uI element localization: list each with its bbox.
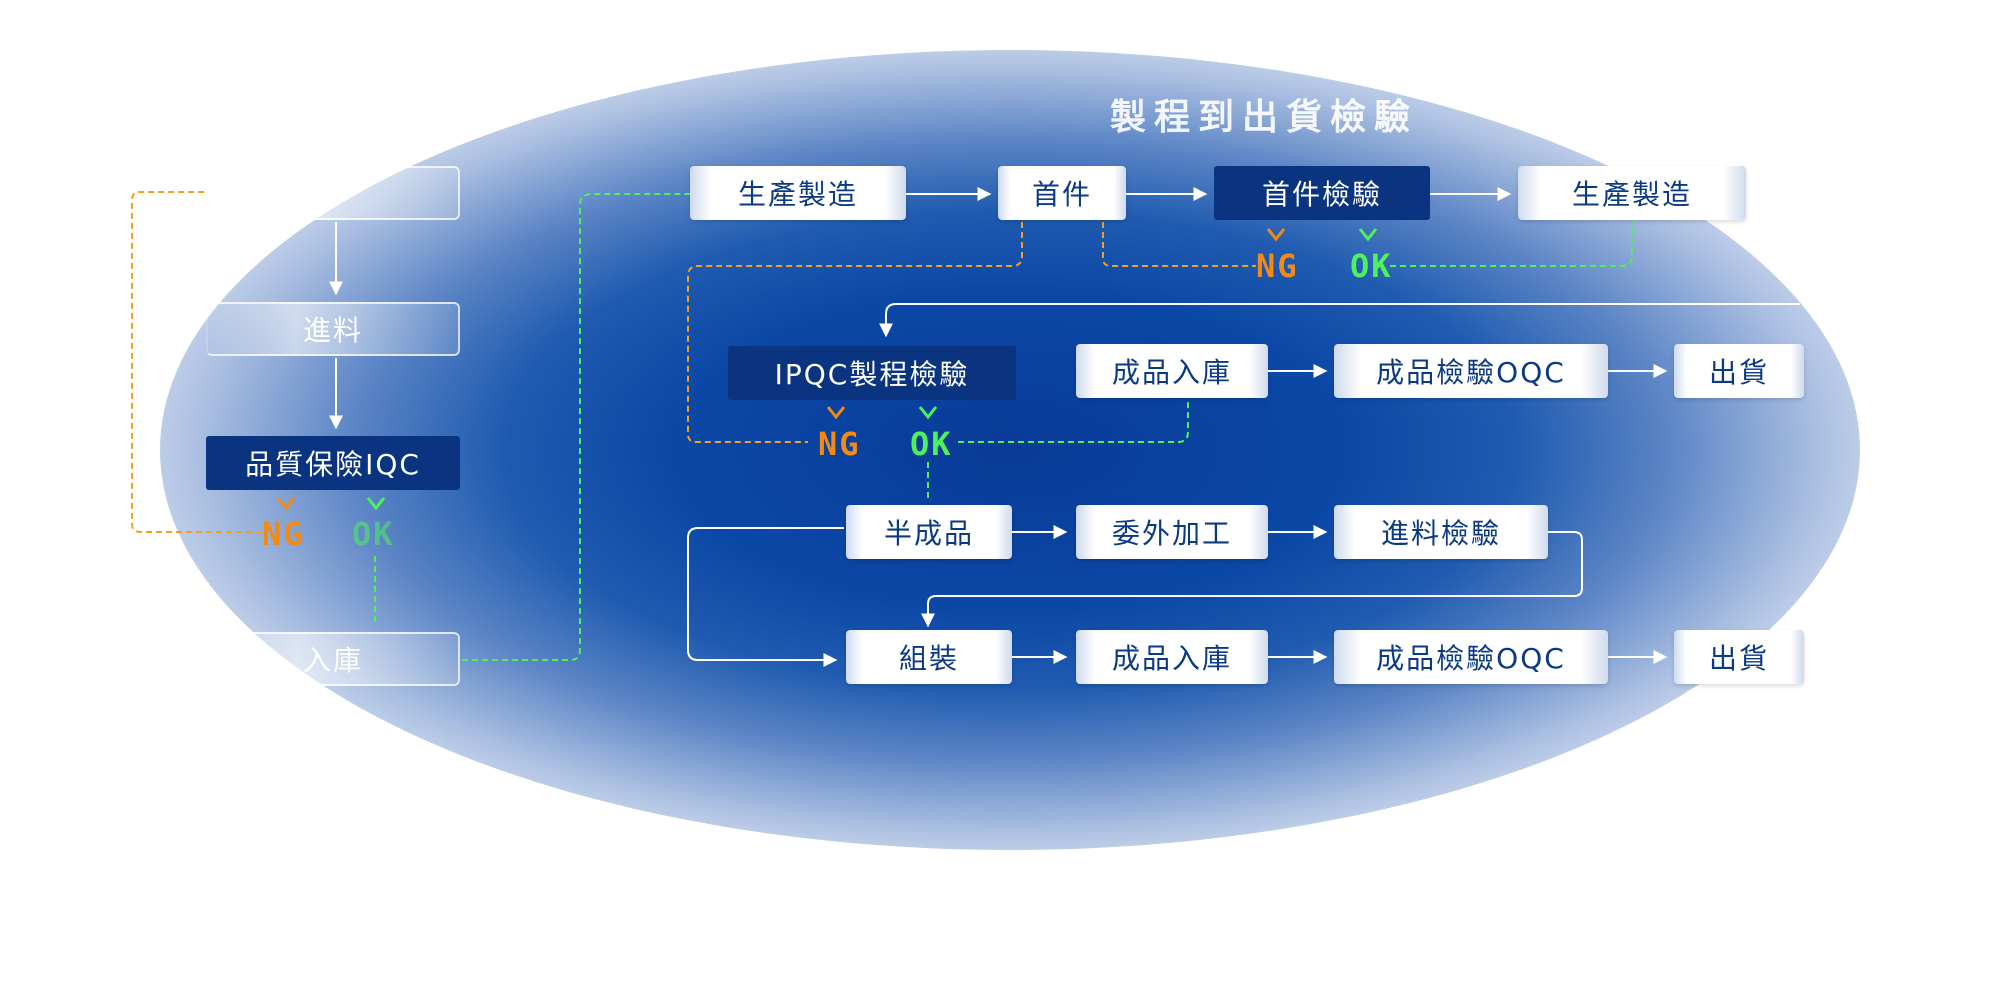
first-ok-label: OK bbox=[1350, 247, 1393, 285]
chevron-ng-first bbox=[1266, 228, 1286, 242]
link-storage-to-production bbox=[462, 193, 690, 661]
diagram-title: 製程到出貨檢驗 bbox=[1110, 97, 1419, 138]
loop-iqc-ng bbox=[131, 191, 262, 533]
link-first-inspection-ok bbox=[1390, 222, 1633, 267]
node-oqc-2: 成品檢驗OQC bbox=[1334, 630, 1608, 684]
node-first-inspection: 首件檢驗 bbox=[1214, 166, 1430, 220]
node-production-2: 生產製造 bbox=[1518, 166, 1746, 220]
node-ipqc: IPQC製程檢驗 bbox=[728, 346, 1016, 400]
ipqc-ng-label: NG bbox=[818, 425, 861, 463]
link-ipqc-ok bbox=[958, 402, 1189, 443]
node-ship-2: 出貨 bbox=[1674, 630, 1804, 684]
node-left-storage: 入庫 bbox=[206, 632, 460, 686]
link-return-to-ipqc bbox=[879, 303, 1800, 338]
node-oqc: 成品檢驗OQC bbox=[1334, 344, 1608, 398]
node-incoming: 進料 bbox=[206, 302, 460, 356]
link-first-piece-to-ipqc bbox=[687, 222, 1023, 443]
chevron-ok-first bbox=[1358, 228, 1378, 242]
chevron-ok-iqc bbox=[366, 497, 386, 511]
node-production: 生產製造 bbox=[690, 166, 906, 220]
node-storage: 成品入庫 bbox=[1076, 344, 1268, 398]
node-top-left bbox=[206, 166, 460, 220]
node-semi-finished: 半成品 bbox=[846, 505, 1012, 559]
node-storage-2: 成品入庫 bbox=[1076, 630, 1268, 684]
iqc-ng-label: NG bbox=[262, 515, 305, 553]
chevron-ok-ipqc bbox=[918, 406, 938, 420]
first-ng-label: NG bbox=[1256, 247, 1299, 285]
link-semi-to-assembly bbox=[687, 527, 844, 667]
ipqc-ok-label: OK bbox=[910, 425, 953, 463]
node-assembly: 組裝 bbox=[846, 630, 1012, 684]
loop-first-piece-ng bbox=[1102, 222, 1256, 267]
chevron-ng-ipqc bbox=[826, 406, 846, 420]
link-incoming-to-assembly bbox=[921, 531, 1583, 628]
node-ship: 出貨 bbox=[1674, 344, 1804, 398]
node-first-piece: 首件 bbox=[998, 166, 1126, 220]
node-outsource: 委外加工 bbox=[1076, 505, 1268, 559]
node-incoming-inspection: 進料檢驗 bbox=[1334, 505, 1548, 559]
iqc-ok-label: OK bbox=[352, 515, 395, 553]
chevron-ng-iqc bbox=[276, 497, 296, 511]
node-iqc: 品質保險IQC bbox=[206, 436, 460, 490]
